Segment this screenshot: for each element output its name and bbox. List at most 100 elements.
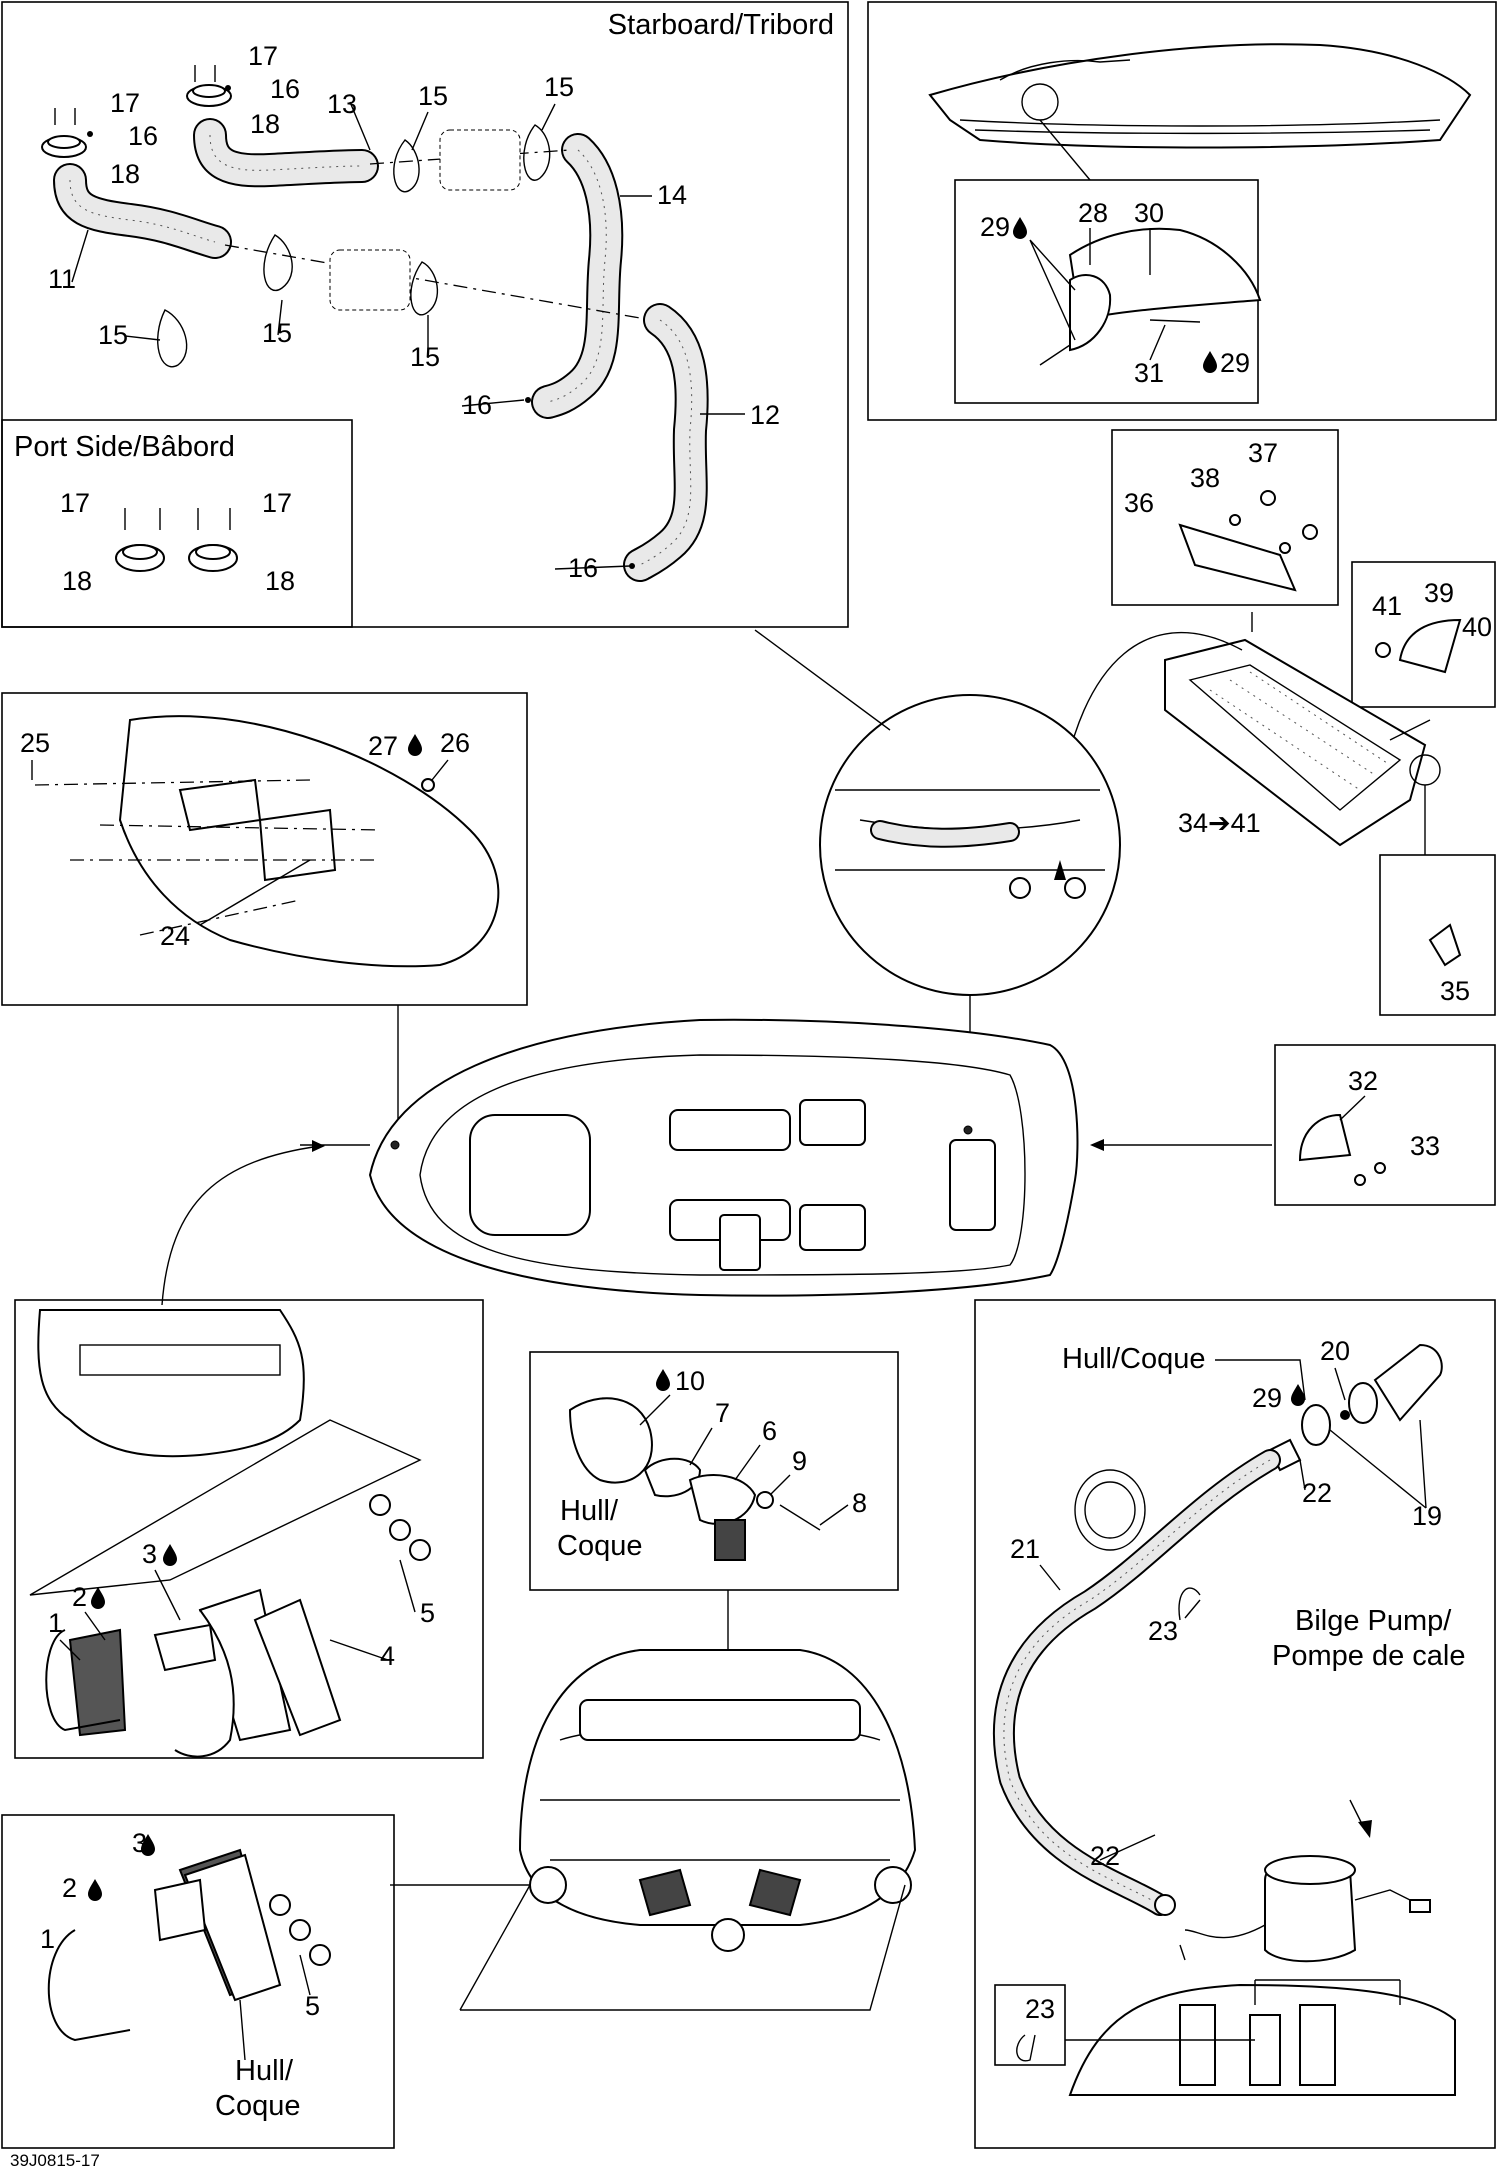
callout-2: 2 bbox=[62, 1873, 77, 1903]
callout-10: 10 bbox=[675, 1366, 705, 1396]
callout-20: 20 bbox=[1320, 1336, 1350, 1366]
rivet-16 bbox=[87, 85, 635, 569]
sealant-drop-icon bbox=[91, 1587, 105, 1609]
callout-29: 29 bbox=[980, 212, 1010, 242]
callout-29: 29 bbox=[1220, 348, 1250, 378]
callout-25: 25 bbox=[20, 728, 50, 758]
grab-handle-36 bbox=[1178, 523, 1297, 592]
callout-38: 38 bbox=[1190, 463, 1220, 493]
bilge-pump-caption-line2: Pompe de cale bbox=[1272, 1640, 1465, 1672]
callout-39: 39 bbox=[1424, 578, 1454, 608]
sealant-drop-icon bbox=[656, 1369, 670, 1391]
callout-5: 5 bbox=[420, 1598, 435, 1628]
callout-17: 17 bbox=[262, 488, 292, 518]
callout-17: 17 bbox=[110, 88, 140, 118]
callout-14: 14 bbox=[657, 180, 687, 210]
hose-coil-21 bbox=[1074, 1469, 1146, 1551]
drain-body-6 bbox=[688, 1474, 757, 1525]
callout-12: 12 bbox=[750, 400, 780, 430]
vent-hose-13 bbox=[193, 118, 379, 188]
port-side-panel-title: Port Side/Bâbord bbox=[14, 431, 235, 463]
handle-detail-frame bbox=[1111, 429, 1339, 606]
mount-bracket-frame bbox=[1, 692, 528, 1006]
callout-3: 3 bbox=[132, 1828, 147, 1858]
callout-29: 29 bbox=[1252, 1383, 1282, 1413]
hull-cutaway bbox=[183, 1853, 282, 2002]
callout-15: 15 bbox=[418, 81, 448, 111]
vent-cap-18 bbox=[41, 84, 238, 572]
hose-routing-line bbox=[224, 244, 641, 319]
callout-18: 18 bbox=[265, 566, 295, 596]
clip-detail-frame bbox=[1379, 854, 1496, 1016]
callout-31: 31 bbox=[1134, 358, 1164, 388]
callout-32: 32 bbox=[1348, 1066, 1378, 1096]
mount-bracket-panel: 25 27 26 24 bbox=[1, 692, 528, 1125]
callout-4: 4 bbox=[380, 1641, 395, 1671]
callout-23: 23 bbox=[1025, 1994, 1055, 2024]
callout-35: 35 bbox=[1440, 976, 1470, 1006]
clamp-detail-frame bbox=[994, 1984, 1066, 2066]
callout-15: 15 bbox=[410, 342, 440, 372]
cleat-frame bbox=[1274, 1044, 1496, 1206]
hose-coupler bbox=[329, 129, 521, 311]
clip-35 bbox=[1428, 923, 1462, 967]
callout-16: 16 bbox=[270, 74, 300, 104]
callout-17: 17 bbox=[60, 488, 90, 518]
drain-plug-frame bbox=[529, 1351, 899, 1591]
plate-3 bbox=[153, 1623, 217, 1672]
hose-routing-inset bbox=[754, 629, 1121, 1060]
starboard-panel-frame bbox=[1, 1, 849, 628]
callout-37: 37 bbox=[1248, 438, 1278, 468]
direction-arrow-icon bbox=[1358, 1820, 1372, 1838]
vent-hose-panel: Starboard/Tribord Port Side/Bâbord bbox=[1, 1, 849, 628]
hull-caption-bottom-line2: Coque bbox=[215, 2090, 300, 2122]
callout-33: 33 bbox=[1410, 1131, 1440, 1161]
bow-light-cover-30 bbox=[1068, 227, 1262, 322]
vent-hose-14 bbox=[531, 133, 624, 419]
callout-17: 17 bbox=[248, 41, 278, 71]
diagram-code: 39J0815-17 bbox=[10, 2151, 100, 2170]
sealant-drop-icon bbox=[1203, 351, 1217, 373]
hull-caption-line1: Hull/ bbox=[560, 1495, 619, 1527]
callout-3: 3 bbox=[142, 1539, 157, 1569]
cleat-panel: 32 33 bbox=[1274, 1044, 1496, 1206]
callout-2: 2 bbox=[72, 1582, 87, 1612]
sealant-drop-icon bbox=[1013, 217, 1027, 239]
vent-hose-11 bbox=[53, 163, 232, 259]
gasket-7 bbox=[643, 1457, 702, 1498]
vent-hose-12 bbox=[623, 303, 709, 582]
callout-15: 15 bbox=[98, 320, 128, 350]
bow-light-detail-frame bbox=[954, 179, 1259, 404]
callout-15: 15 bbox=[262, 318, 292, 348]
direction-arrow-icon bbox=[312, 1140, 325, 1152]
stern-view bbox=[390, 1649, 917, 2011]
bow-view bbox=[37, 1309, 305, 1458]
drain-plug bbox=[714, 1519, 746, 1561]
leader-lines-vent bbox=[71, 101, 745, 570]
boat-hull-side-view bbox=[928, 43, 1472, 149]
callout-27: 27 bbox=[368, 731, 398, 761]
callout-23: 23 bbox=[1148, 1616, 1178, 1646]
callout-41: 41 bbox=[1372, 591, 1402, 621]
bow-eye-lower-panel: 3 2 1 5 Hull/ Coque bbox=[1, 1814, 395, 2149]
callout-11: 11 bbox=[48, 264, 76, 294]
bilge-pump-panel: Hull/Coque 20 29 22 19 21 23 22 2 bbox=[974, 1299, 1496, 2149]
callout-34-41: 34➔41 bbox=[1178, 808, 1261, 838]
callout-19: 19 bbox=[1412, 1501, 1442, 1531]
callout-16: 16 bbox=[128, 121, 158, 151]
direction-arrow-icon bbox=[1054, 860, 1066, 880]
plate-3-lower bbox=[153, 1878, 207, 1942]
storage-tray-panels: 37 38 36 41 39 40 34➔41 35 bbox=[1059, 429, 1496, 1016]
callout-18: 18 bbox=[62, 566, 92, 596]
end-cap-39 bbox=[1398, 618, 1462, 674]
bow-light-panel: 29 28 30 31 29 bbox=[867, 1, 1497, 421]
thru-hull-fitting-19 bbox=[1373, 1343, 1443, 1422]
callout-18: 18 bbox=[250, 109, 280, 139]
callout-21: 21 bbox=[1010, 1534, 1040, 1564]
bow-eye-frame bbox=[14, 1299, 484, 1759]
hose-clamp-15 bbox=[157, 124, 551, 368]
callout-6: 6 bbox=[762, 1416, 777, 1446]
callout-22: 22 bbox=[1090, 1841, 1120, 1871]
callout-labels-vent: 17 16 18 13 15 15 17 16 18 14 11 15 15 1… bbox=[48, 41, 780, 596]
callout-28: 28 bbox=[1078, 198, 1108, 228]
